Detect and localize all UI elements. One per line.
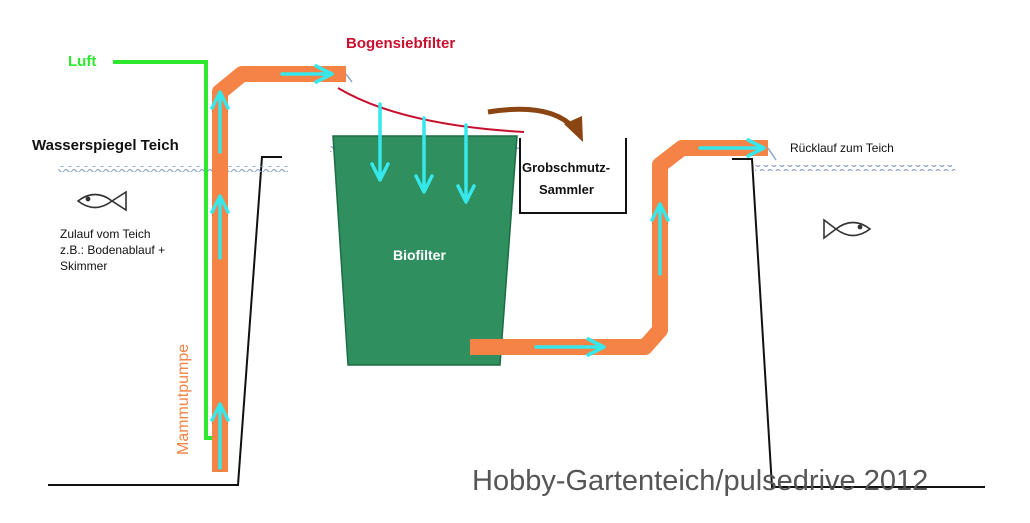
flow-arrow-inlet-top	[280, 64, 334, 84]
bow-sieve-screen	[337, 87, 525, 133]
fish-icon	[76, 190, 127, 212]
return-pipe-tip	[767, 147, 777, 161]
flow-arrow-riser-bottom	[210, 402, 230, 470]
flow-arrow-return-top	[698, 138, 766, 158]
riser-pipe-tip	[345, 73, 353, 83]
water-surface-left	[58, 166, 288, 172]
watermark: Hobby-Gartenteich/pulsedrive 2012	[472, 465, 928, 497]
coarse-dirt-label-line2: Sammler	[539, 182, 594, 197]
coarse-dirt-label-line1: Grobschmutz-	[522, 160, 610, 175]
flow-arrows	[210, 64, 766, 470]
pond-wall-left	[48, 156, 282, 486]
flow-arrow-riser-top	[210, 90, 230, 154]
flow-arrow-riser-middle	[210, 194, 230, 260]
bow-sieve-filter-label: Bogensiebfilter	[346, 35, 455, 52]
fish-icon	[823, 218, 872, 240]
pond-wall-right	[732, 158, 985, 488]
flow-arrow-return-up	[650, 202, 670, 276]
mammoth-pump-label: Mammutpumpe	[175, 344, 192, 455]
flow-arrow-return-bottom	[534, 337, 606, 357]
air-label: Luft	[68, 53, 96, 70]
flow-arrow-down-3	[456, 123, 476, 204]
coarse-dirt-collector	[519, 138, 627, 214]
flow-arrow-down-1	[370, 102, 390, 182]
riser-pipe	[212, 66, 346, 472]
inflow-label-line1: Zulauf vom Teich	[60, 227, 151, 241]
biofilter-label: Biofilter	[393, 247, 446, 263]
inflow-label-line3: Skimmer	[60, 259, 107, 273]
return-label: Rücklauf zum Teich	[790, 141, 894, 155]
return-pipe	[470, 140, 768, 355]
flow-arrow-down-2	[414, 116, 434, 194]
inflow-label-line2: z.B.: Bodenablauf +	[60, 243, 165, 257]
air-line	[113, 60, 214, 440]
water-surface-right	[755, 165, 955, 171]
coarse-dirt-arrow	[487, 106, 576, 130]
coarse-dirt-arrowhead	[564, 116, 583, 142]
pond-water-level-label: Wasserspiegel Teich	[32, 137, 179, 154]
